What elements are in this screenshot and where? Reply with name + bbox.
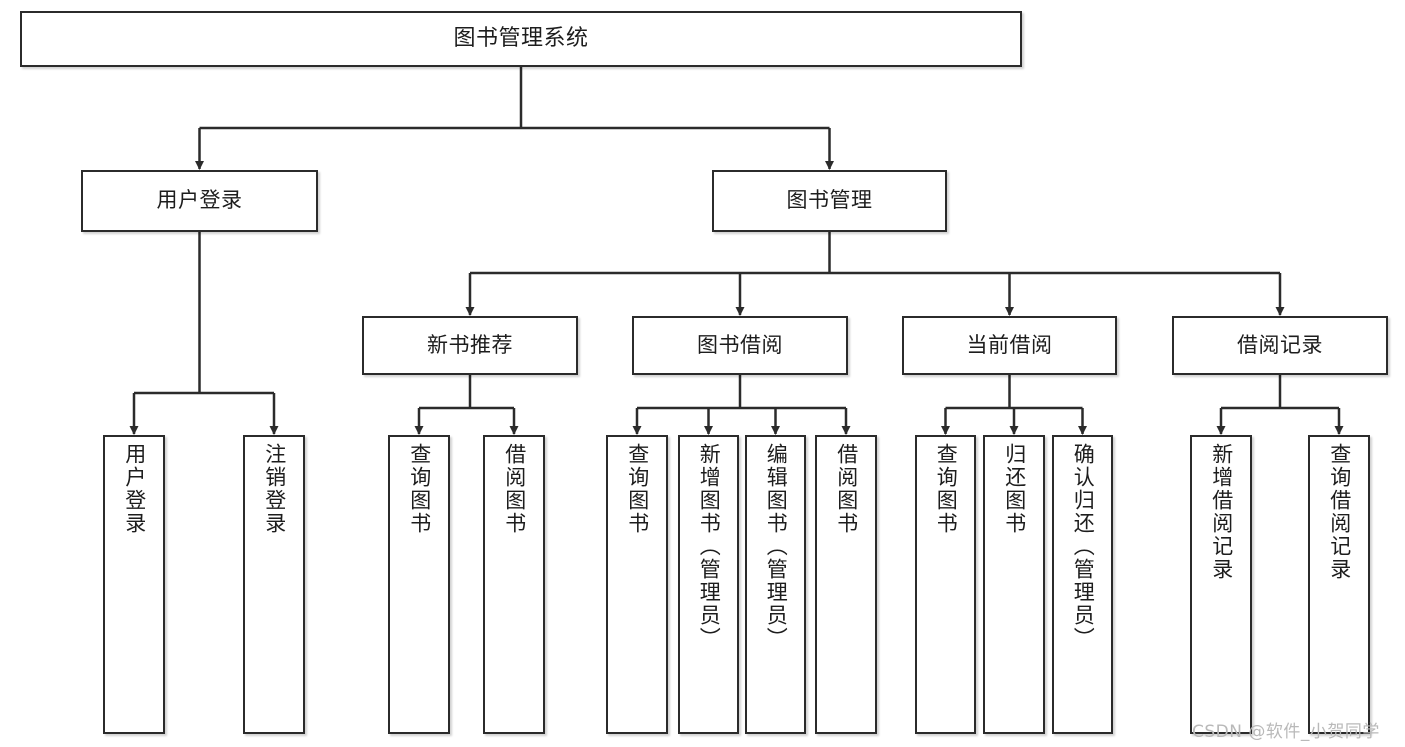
- node-label: 查询借阅记录: [1327, 443, 1352, 581]
- node-label: 新增借阅记录: [1209, 443, 1234, 581]
- node-login[interactable]: 用户登录: [81, 170, 318, 232]
- node-leaf-current-query[interactable]: 查询图书: [915, 435, 976, 734]
- node-leaf-new-query[interactable]: 查询图书: [388, 435, 450, 734]
- node-label: 图书管理系统: [453, 25, 589, 51]
- node-records[interactable]: 借阅记录: [1172, 316, 1388, 375]
- node-label: 查询图书: [934, 443, 959, 535]
- node-leaf-new-borrow[interactable]: 借阅图书: [483, 435, 545, 734]
- node-leaf-current-return[interactable]: 归还图书: [983, 435, 1045, 734]
- node-leaf-borrow-lend[interactable]: 借阅图书: [815, 435, 877, 734]
- node-label: 查询图书: [625, 443, 650, 535]
- node-label: 借阅图书: [834, 443, 859, 535]
- node-label: 编辑图书（管理员）: [764, 443, 789, 650]
- node-borrow[interactable]: 图书借阅: [632, 316, 848, 375]
- node-label: 当前借阅: [966, 332, 1053, 357]
- node-bookmgmt[interactable]: 图书管理: [712, 170, 947, 232]
- node-label: 新书推荐: [427, 332, 513, 357]
- node-leaf-user-logout[interactable]: 注销登录: [243, 435, 305, 734]
- connector-lines: [129, 67, 1344, 435]
- node-label: 用户登录: [156, 188, 243, 213]
- node-leaf-current-confirm[interactable]: 确认归还（管理员）: [1052, 435, 1113, 734]
- node-label: 图书借阅: [697, 332, 783, 357]
- node-label: 归还图书: [1002, 443, 1027, 535]
- node-leaf-borrow-add[interactable]: 新增图书（管理员）: [678, 435, 739, 734]
- node-leaf-user-login[interactable]: 用户登录: [103, 435, 165, 734]
- node-current[interactable]: 当前借阅: [902, 316, 1117, 375]
- node-leaf-rec-add[interactable]: 新增借阅记录: [1190, 435, 1252, 734]
- node-label: 图书管理: [786, 188, 873, 213]
- node-root[interactable]: 图书管理系统: [20, 11, 1022, 67]
- node-leaf-borrow-query[interactable]: 查询图书: [606, 435, 668, 734]
- csdn-watermark: CSDN @软件_小贺同学: [1192, 722, 1380, 742]
- node-label: 查询图书: [407, 443, 432, 535]
- node-leaf-rec-query[interactable]: 查询借阅记录: [1308, 435, 1370, 734]
- node-label: 新增图书（管理员）: [697, 443, 722, 650]
- node-label: 注销登录: [262, 443, 287, 535]
- node-newbook[interactable]: 新书推荐: [362, 316, 578, 375]
- node-label: 借阅记录: [1237, 332, 1323, 357]
- node-label: 借阅图书: [502, 443, 527, 535]
- node-label: 确认归还（管理员）: [1071, 443, 1096, 650]
- node-leaf-borrow-edit[interactable]: 编辑图书（管理员）: [745, 435, 806, 734]
- node-label: 用户登录: [122, 443, 147, 535]
